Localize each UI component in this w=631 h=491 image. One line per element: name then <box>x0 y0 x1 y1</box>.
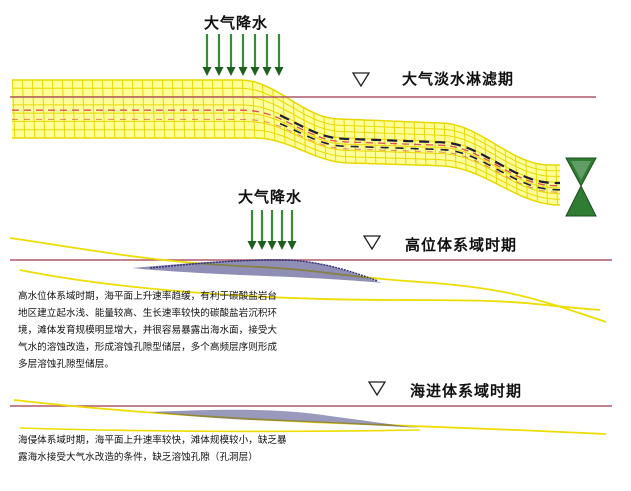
sea-level-rise-icon <box>565 184 597 217</box>
rain-arrow-head <box>274 67 284 76</box>
rain-arrow-head <box>257 241 267 250</box>
rain-arrow-head <box>226 67 236 76</box>
transgressive-shoal-lens <box>150 409 420 428</box>
mesh-grid-line <box>12 120 560 195</box>
sea-level-marker-icon <box>367 381 387 397</box>
rain-arrow-head <box>277 241 287 250</box>
rain-label-mid: 大气降水 <box>238 188 303 206</box>
dark-dashed-strata <box>279 122 561 191</box>
period-label-top: 大气淡水淋滤期 <box>402 70 515 88</box>
rain-arrow-head <box>202 67 212 76</box>
period-label-bottom: 海进体系域时期 <box>410 382 523 400</box>
rain-arrow-head <box>238 67 248 76</box>
mesh-grid-line <box>12 129 560 200</box>
highstand-note: 高水位体系域时期，海平面上升速率趋缓，有利于碳酸盐岩台 地区建立起水浅、能量较高… <box>18 288 277 373</box>
carbonate-platform-body <box>12 80 560 205</box>
highstand-note-line: 气水的溶蚀改造，形成溶蚀孔隙型储层，多个高频层序则形成 <box>18 342 278 353</box>
highstand-note-line: 高水位体系域时期，海平面上升速率趋缓，有利于碳酸盐岩台 <box>18 291 278 302</box>
highstand-note-line: 境，滩体发育规模明显增大，并很容易暴露出海水面，接受大 <box>18 325 278 336</box>
transgressive-note: 海侵体系域时期，海平面上升速率较快，滩体规模较小，缺乏暴 露海水接受大气水改造的… <box>18 432 287 466</box>
highstand-lower-strata <box>19 269 601 311</box>
rain-arrow-head <box>267 241 277 250</box>
rain-arrow-head <box>247 241 257 250</box>
rain-arrow-head <box>250 67 260 76</box>
sea-level-fall-icon <box>565 157 597 188</box>
mesh-grid-line <box>12 112 560 189</box>
rain-arrows-mid-icon <box>247 210 297 250</box>
mesh-grid-line <box>12 87 560 172</box>
highstand-shoal-lens <box>132 259 382 283</box>
rain-label-top: 大气降水 <box>204 14 269 32</box>
rain-arrows-top-icon <box>202 34 284 76</box>
period-label-mid: 高位体系域时期 <box>405 236 518 254</box>
transgressive-note-line: 海侵体系域时期，海平面上升速率较快，滩体规模较小，缺乏暴 <box>18 435 287 446</box>
mesh-grid-line <box>501 80 509 205</box>
platform-bottom-edge <box>12 137 561 206</box>
hourglass-highlight <box>571 161 591 180</box>
rain-arrow-head <box>262 67 272 76</box>
transgressive-note-line: 露海水接受大气水改造的条件，缺乏溶蚀孔隙（孔洞层） <box>18 452 258 463</box>
sea-level-marker-icon <box>362 235 382 251</box>
highstand-note-line: 地区建立起水浅、能量较高、生长速率较快的碳酸盐岩沉积环 <box>18 308 278 319</box>
rain-arrow-head <box>214 67 224 76</box>
rain-arrow-head <box>287 241 297 250</box>
sea-level-marker-icon <box>351 72 371 88</box>
highstand-note-line: 多层溶蚀孔隙型储层。 <box>18 359 114 370</box>
transgressive-lower-strata <box>19 427 421 433</box>
dark-dashed-strata <box>279 114 560 185</box>
